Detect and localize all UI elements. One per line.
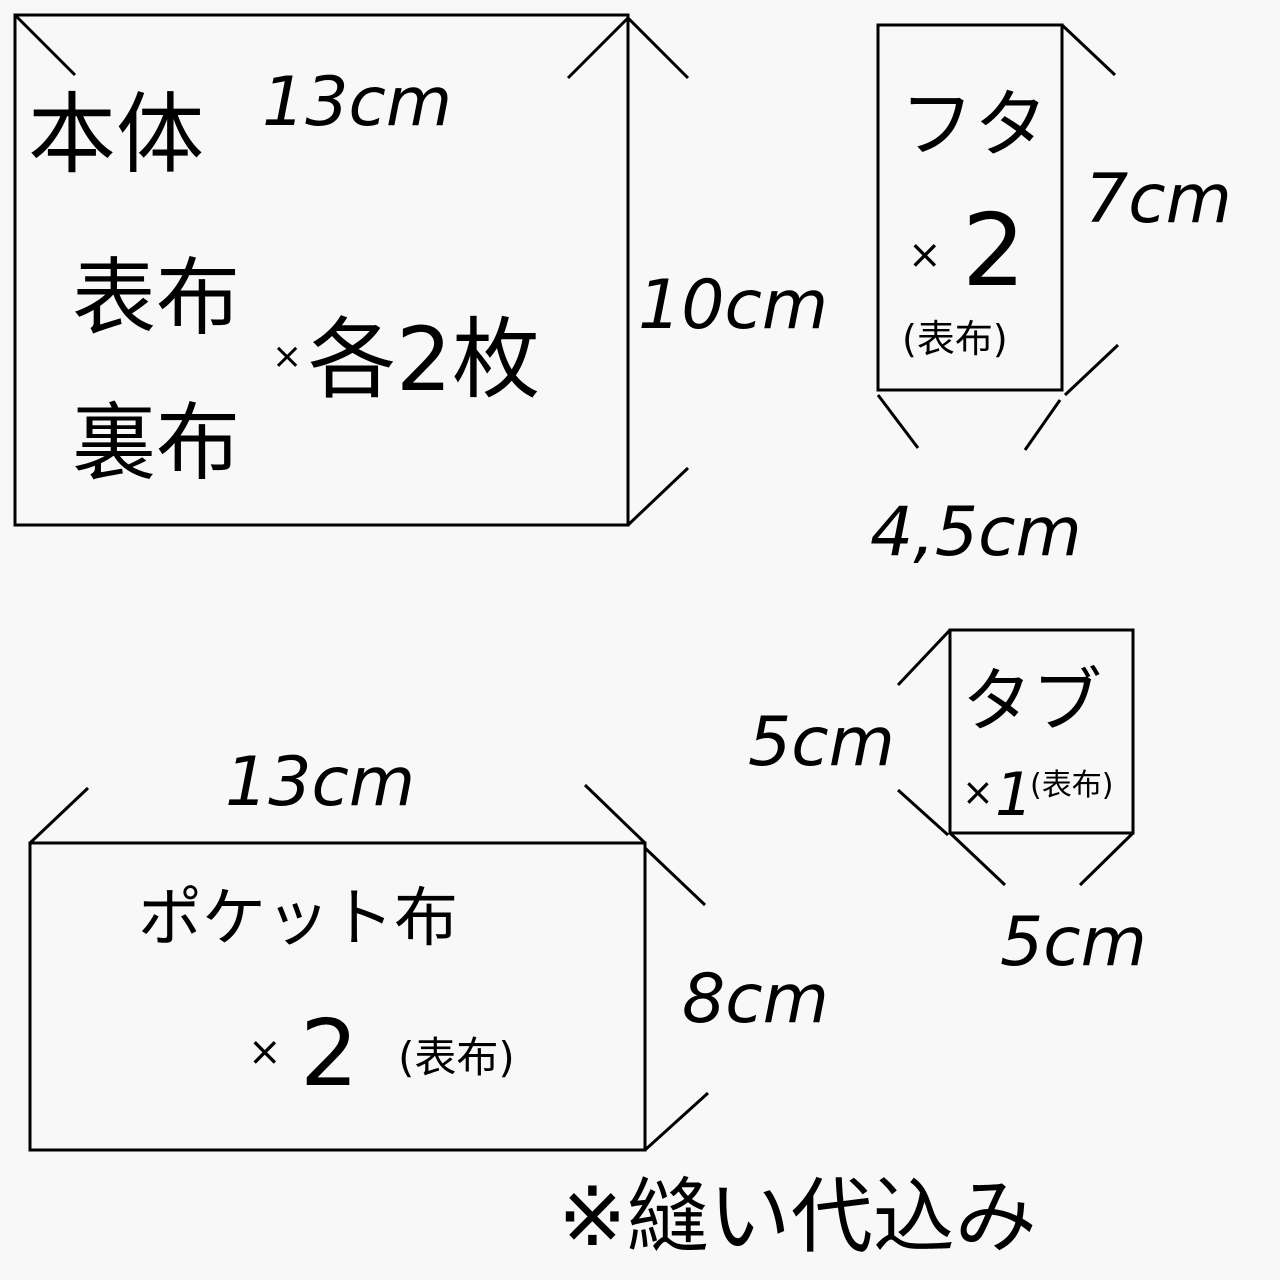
flap-fabric: (表布) bbox=[902, 317, 1008, 361]
pocket-dimension-lines bbox=[28, 783, 710, 1152]
pocket-width-label: 13cm bbox=[225, 743, 415, 822]
pocket-rect bbox=[28, 841, 647, 1152]
body-dimension-lines bbox=[13, 13, 690, 527]
body-height-label: 10cm bbox=[638, 266, 828, 345]
tab-dimension-lines bbox=[896, 628, 1135, 887]
body-count: 各2枚 bbox=[308, 308, 540, 411]
seam-allowance-note: ※縫い代込み bbox=[558, 1170, 1037, 1265]
tab-height-label: 5cm bbox=[748, 703, 895, 782]
flap-piece: フタ × 2 (表布) 7cm 4,5cm bbox=[870, 23, 1232, 572]
body-fabric-lining: 裏布 bbox=[72, 394, 240, 492]
flap-rect bbox=[876, 23, 1064, 392]
pocket-piece: 13cm ポケット布 × 2 (表布) 8cm bbox=[28, 743, 829, 1152]
tab-rect bbox=[948, 628, 1135, 835]
pocket-height-label: 8cm bbox=[682, 960, 829, 1039]
tab-piece: タブ × 1 (表布) 5cm 5cm bbox=[748, 628, 1147, 982]
flap-count: 2 bbox=[962, 192, 1026, 309]
pocket-count: 2 bbox=[300, 1000, 359, 1107]
body-fabric-outer: 表布 bbox=[72, 249, 240, 347]
body-piece: 本体 13cm 表布 裏布 × 各2枚 10cm bbox=[13, 13, 828, 527]
body-times: × bbox=[272, 336, 302, 377]
flap-height-label: 7cm bbox=[1085, 160, 1232, 239]
tab-count: 1 bbox=[995, 760, 1033, 830]
flap-width-label: 4,5cm bbox=[870, 493, 1082, 572]
tab-times: × bbox=[962, 770, 994, 814]
body-rect bbox=[13, 13, 630, 527]
flap-title: フタ bbox=[900, 82, 1048, 168]
tab-title: タブ bbox=[962, 660, 1102, 742]
pocket-title: ポケット布 bbox=[138, 882, 458, 956]
flap-dimension-lines bbox=[876, 23, 1120, 451]
flap-times: × bbox=[908, 232, 942, 278]
body-title: 本体 bbox=[28, 83, 204, 186]
tab-fabric: (表布) bbox=[1030, 768, 1113, 803]
pocket-fabric: (表布) bbox=[398, 1033, 515, 1082]
body-width-label: 13cm bbox=[262, 63, 452, 142]
tab-width-label: 5cm bbox=[1000, 903, 1147, 982]
pocket-times: × bbox=[248, 1029, 282, 1075]
